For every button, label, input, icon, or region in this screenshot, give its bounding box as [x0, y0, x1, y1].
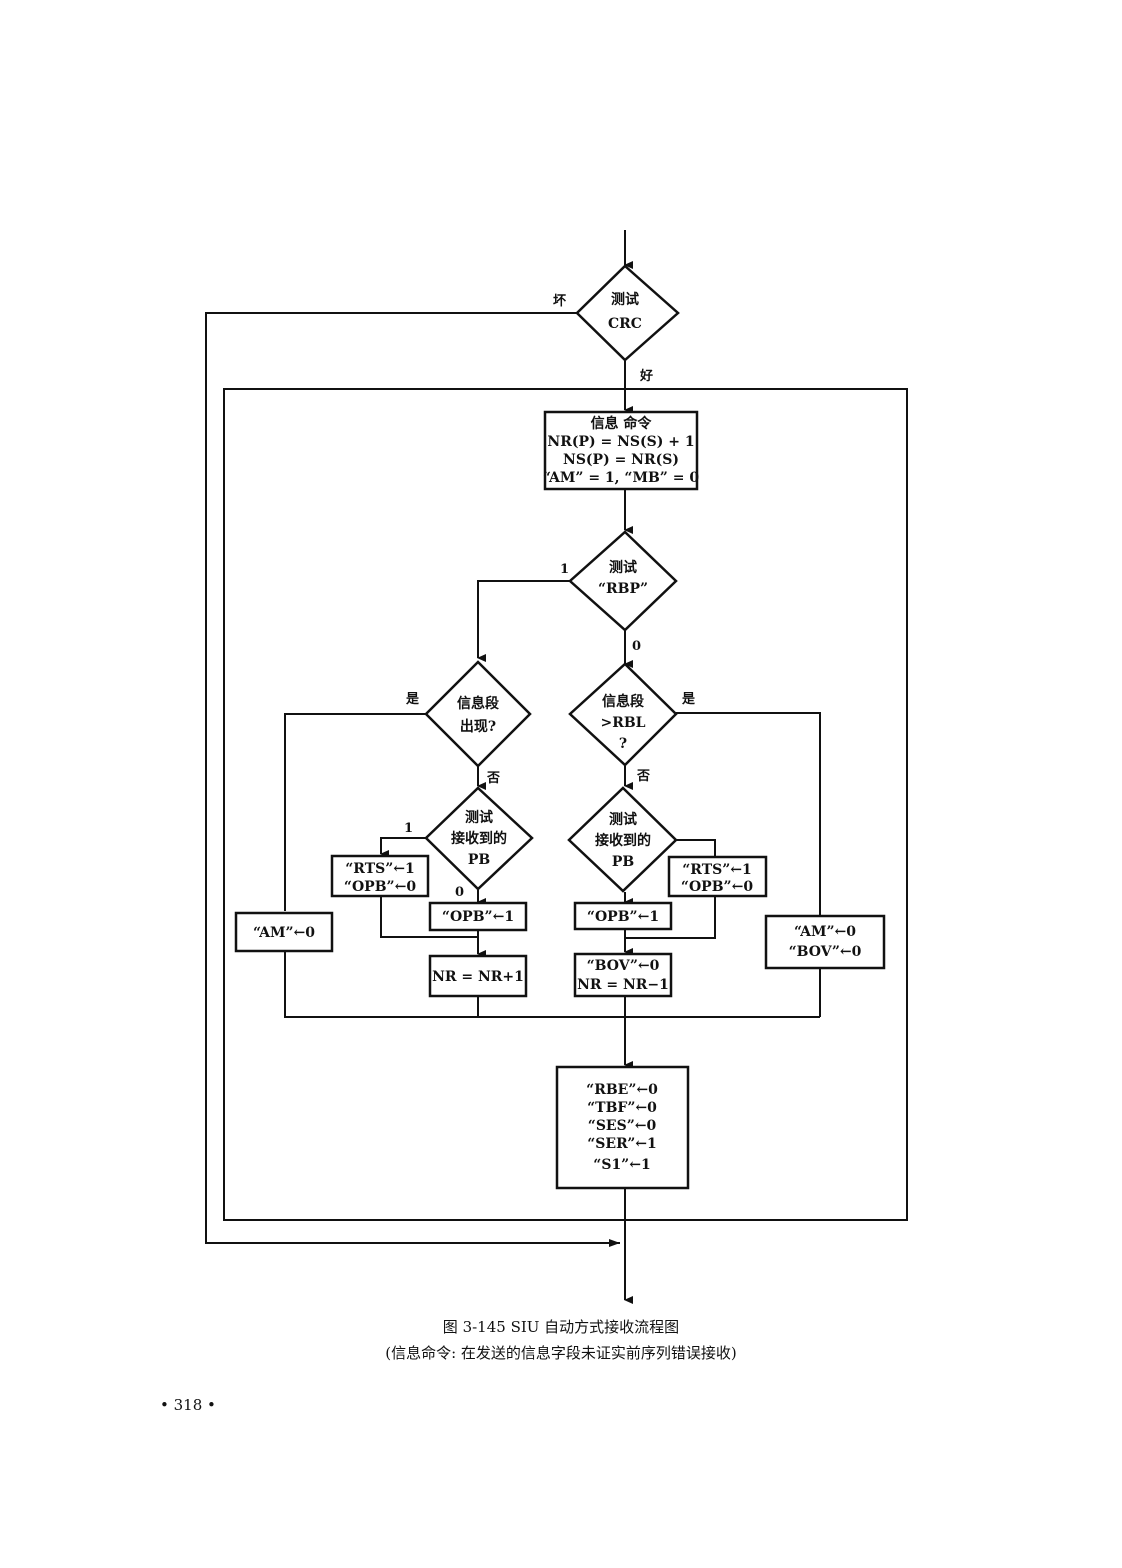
connectors	[205, 230, 908, 1304]
info-present-line-2: 出现?	[460, 718, 496, 735]
pb-left-line-3: PB	[468, 852, 491, 868]
process-rts-opb-right: “RTS”←1 “OPB”←0	[667, 855, 768, 898]
process-info-command: 信息 命令 NR(P) = NS(S) + 1 NS(P) = NR(S) “A…	[543, 410, 699, 491]
rts-right-line-2: “OPB”←0	[681, 879, 753, 895]
nr-inc-text: NR = NR+1	[432, 969, 524, 985]
label-pb-left-zero: 0	[455, 885, 464, 900]
info-rbl-line-3: ?	[619, 736, 627, 752]
rbp-line-2: “RBP”	[598, 581, 648, 597]
am-bov-line-2: “BOV”←0	[789, 944, 862, 960]
info-rbl-line-2: >RBL	[600, 715, 645, 731]
label-rbp-zero: 0	[632, 639, 641, 654]
label-rbp-one: 1	[560, 562, 569, 577]
decision-pb-left: 测试 接收到的 PB	[424, 786, 534, 891]
final-line-2: “TBF”←0	[587, 1100, 657, 1116]
decision-info-present: 信息段 出现?	[424, 660, 532, 768]
process-opb-left: “OPB”←1	[428, 901, 528, 932]
info-rbl-line-1: 信息段	[602, 693, 644, 710]
rts-left-line-2: “OPB”←0	[344, 879, 416, 895]
bov-nr-line-2: NR = NR−1	[577, 977, 669, 993]
label-yes-right: 是	[681, 692, 696, 707]
rbp-line-1: 测试	[609, 559, 637, 576]
crc-line-2: CRC	[608, 316, 642, 332]
rts-left-line-1: “RTS”←1	[345, 861, 415, 877]
process-opb-right: “OPB”←1	[573, 901, 673, 931]
page-number: • 318 •	[160, 1396, 216, 1414]
label-bad: 坏	[553, 293, 566, 309]
process-am-bov-right: “AM”←0 “BOV”←0	[764, 914, 886, 970]
figure-caption-title: 图 3-145 SIU 自动方式接收流程图	[442, 1318, 680, 1336]
info-cmd-line-1: 信息 命令	[591, 415, 653, 432]
pb-right-line-1: 测试	[609, 811, 637, 828]
process-am-left: “AM”←0	[234, 911, 334, 953]
decision-pb-right: 测试 接收到的 PB	[567, 786, 678, 893]
label-yes-left: 是	[405, 692, 420, 707]
opb-left-text: “OPB”←1	[442, 909, 514, 925]
info-cmd-line-4: “AM” = 1, “MB” = 0	[543, 470, 699, 486]
label-no-left: 否	[486, 771, 500, 786]
decision-test-crc: 测试 CRC	[575, 264, 680, 362]
figure-caption-note: (信息命令: 在发送的信息字段未证实前序列错误接收)	[385, 1344, 737, 1362]
am-left-text: “AM”←0	[253, 925, 315, 941]
final-line-4: “SER”←1	[587, 1136, 657, 1152]
decision-test-rbp: 测试 “RBP”	[568, 530, 678, 632]
pb-left-line-2: 接收到的	[451, 830, 507, 847]
info-present-line-1: 信息段	[457, 695, 499, 712]
process-nr-increment: NR = NR+1	[428, 954, 528, 998]
rts-right-line-1: “RTS”←1	[682, 862, 752, 878]
decision-info-gt-rbl: 信息段 >RBL ?	[568, 662, 678, 767]
info-cmd-line-2: NR(P) = NS(S) + 1	[547, 434, 694, 450]
process-bov-nr-decrement: “BOV”←0 NR = NR−1	[573, 952, 673, 998]
opb-right-text: “OPB”←1	[587, 909, 659, 925]
pb-left-line-1: 测试	[465, 809, 493, 826]
label-pb-left-one: 1	[404, 821, 413, 836]
info-cmd-line-3: NS(P) = NR(S)	[563, 452, 679, 468]
crc-line-1: 测试	[611, 291, 639, 308]
final-line-5: “S1”←1	[593, 1157, 650, 1173]
bov-nr-line-1: “BOV”←0	[587, 958, 660, 974]
label-good: 好	[639, 368, 653, 384]
pb-right-line-2: 接收到的	[595, 832, 651, 849]
final-line-3: “SES”←0	[588, 1118, 657, 1134]
branch-labels: 坏 好 1 0 是 否 是 否 1 0	[404, 293, 696, 900]
am-bov-line-1: “AM”←0	[794, 924, 856, 940]
pb-right-line-3: PB	[612, 854, 635, 870]
process-rts-opb-left: “RTS”←1 “OPB”←0	[330, 854, 430, 898]
process-final-flags: “RBE”←0 “TBF”←0 “SES”←0 “SER”←1 “S1”←1	[555, 1065, 690, 1190]
final-line-1: “RBE”←0	[586, 1082, 658, 1098]
label-no-right: 否	[636, 769, 650, 784]
